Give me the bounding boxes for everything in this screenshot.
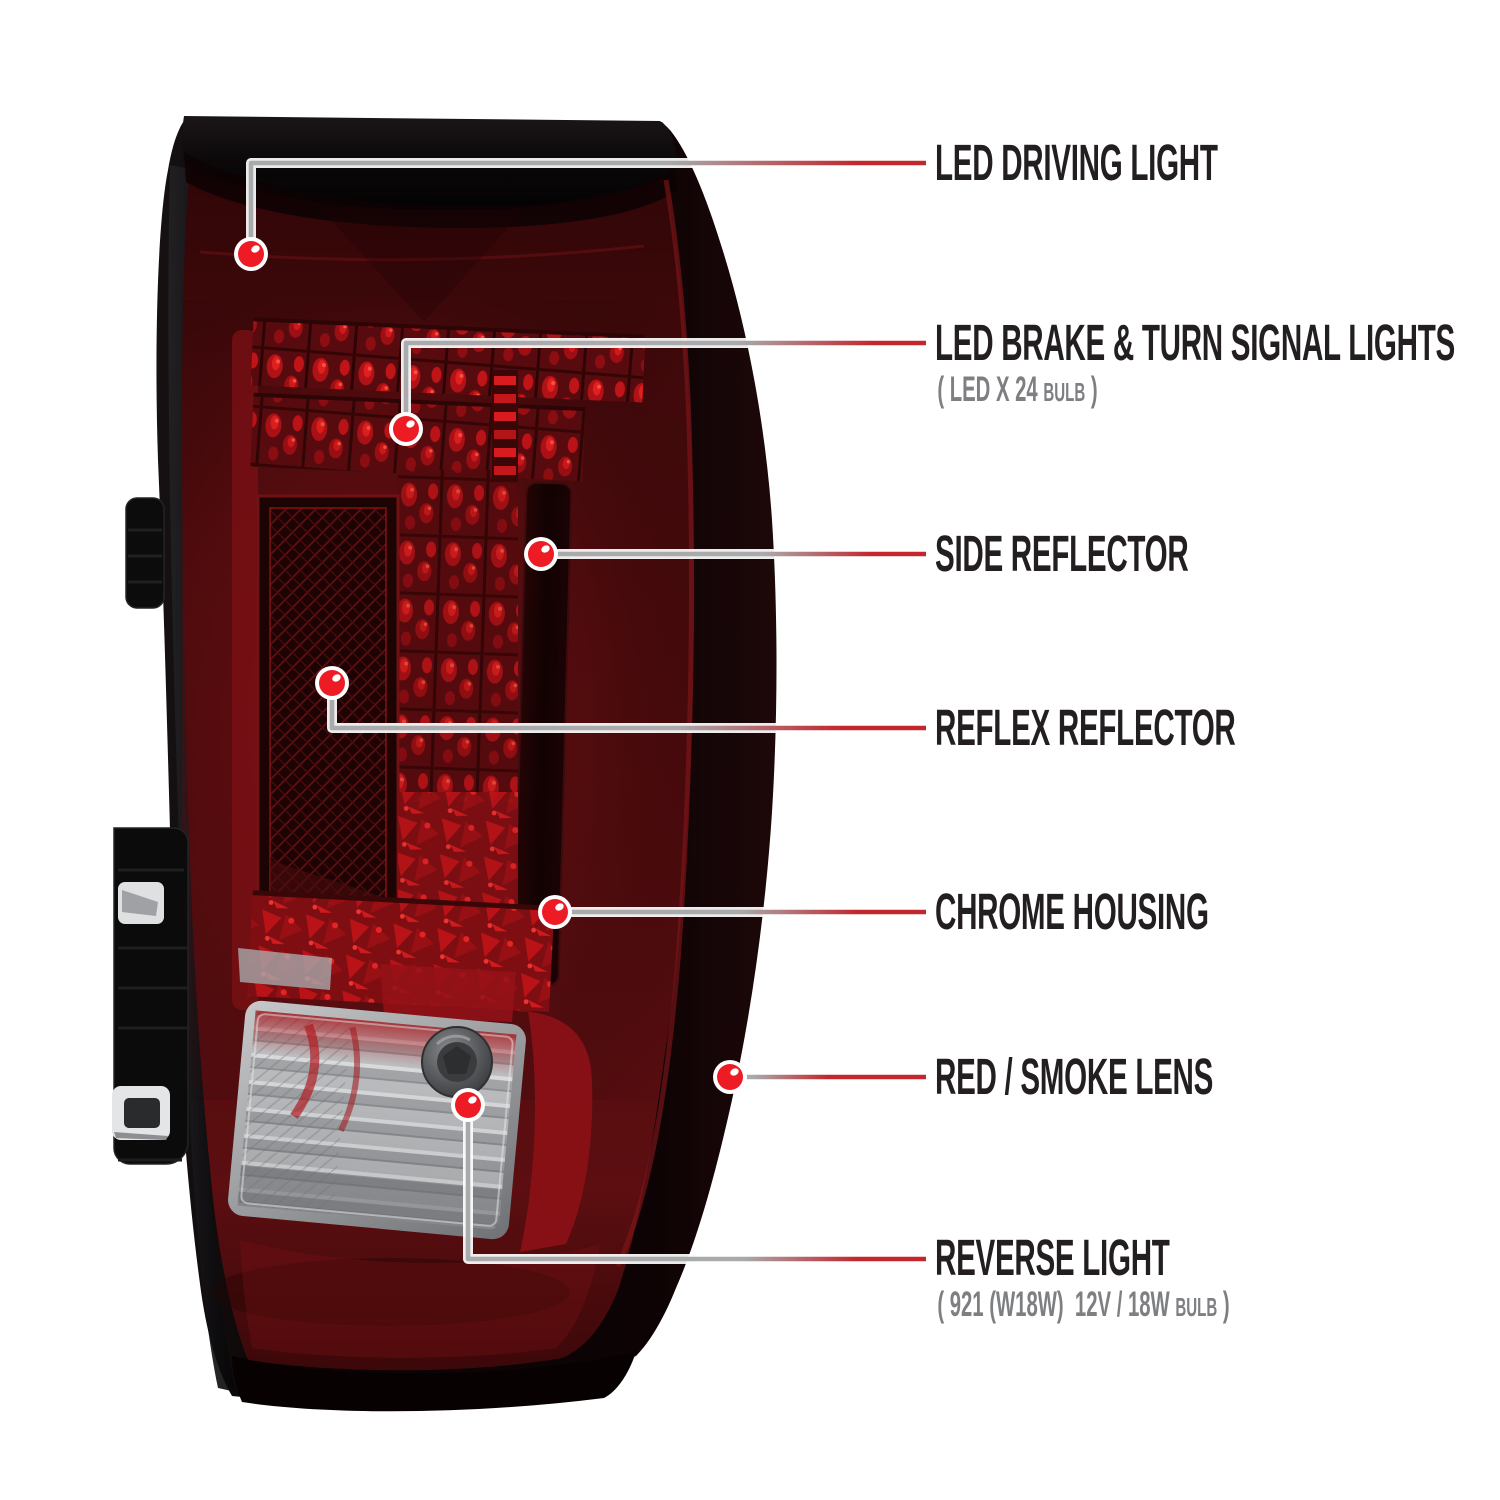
bracket-clip-lower [112, 1086, 170, 1140]
bracket-clip-upper [118, 882, 164, 924]
top-shading [320, 208, 524, 322]
dot-chrome-housing [538, 895, 572, 929]
callout-label: RED / SMOKE LENS [935, 1048, 1214, 1105]
red-glow-right [505, 1010, 593, 1252]
callout-label: LED DRIVING LIGHT [935, 134, 1218, 191]
bottom-red-glow [240, 1240, 600, 1358]
lens-edge-highlight [615, 179, 694, 1268]
callout-label: REFLEX REFLECTOR [935, 699, 1236, 756]
reverse-bulb-screw [421, 1026, 493, 1098]
callout-reverse-light: REVERSE LIGHT ( 921 (W18W) 12V / 18W BUL… [935, 1232, 1443, 1328]
dot-side-reflector [524, 537, 558, 571]
callout-sublabel: ( 921 (W18W) 12V / 18W BULB ) [937, 1285, 1230, 1324]
cap-shadow [184, 152, 678, 228]
callout-label: CHROME HOUSING [935, 883, 1209, 940]
dot-reflex-reflector [315, 666, 349, 700]
leader-led-driving [248, 160, 926, 254]
callout-chrome-housing: CHROME HOUSING [935, 886, 1407, 938]
bottom-base [232, 1352, 636, 1412]
callout-led-driving-light: LED DRIVING LIGHT [935, 137, 1422, 189]
callout-reflex-reflector: REFLEX REFLECTOR [935, 702, 1453, 754]
leader-led-brake [403, 340, 926, 429]
red-glow-top [380, 964, 516, 1022]
dot-reverse-light [451, 1088, 485, 1122]
callout-red-smoke-lens: RED / SMOKE LENS [935, 1051, 1414, 1103]
ladder-light-guide [492, 370, 518, 482]
callout-label: REVERSE LIGHT [935, 1229, 1170, 1286]
callout-label: SIDE REFLECTOR [935, 525, 1189, 582]
callout-label: LED BRAKE & TURN SIGNAL LIGHTS [935, 314, 1455, 371]
mounting-bracket [112, 497, 190, 1165]
dot-red-smoke-lens [713, 1060, 747, 1094]
callout-side-reflector: SIDE REFLECTOR [935, 528, 1372, 580]
callout-sublabel: ( LED X 24 BULB ) [937, 370, 1098, 409]
callout-dots [234, 237, 747, 1122]
bottom-shadow [210, 1258, 570, 1326]
reverse-light-lens [228, 1000, 526, 1240]
dot-led-driving-light [234, 237, 268, 271]
chrome-trim [238, 948, 332, 990]
dot-led-brake-turn [389, 412, 423, 446]
callout-led-brake-turn-signal: LED BRAKE & TURN SIGNAL LIGHTS ( LED X 2… [935, 317, 1500, 413]
leader-reverse-light [465, 1105, 926, 1262]
left-light-guide-strip [232, 330, 258, 1010]
